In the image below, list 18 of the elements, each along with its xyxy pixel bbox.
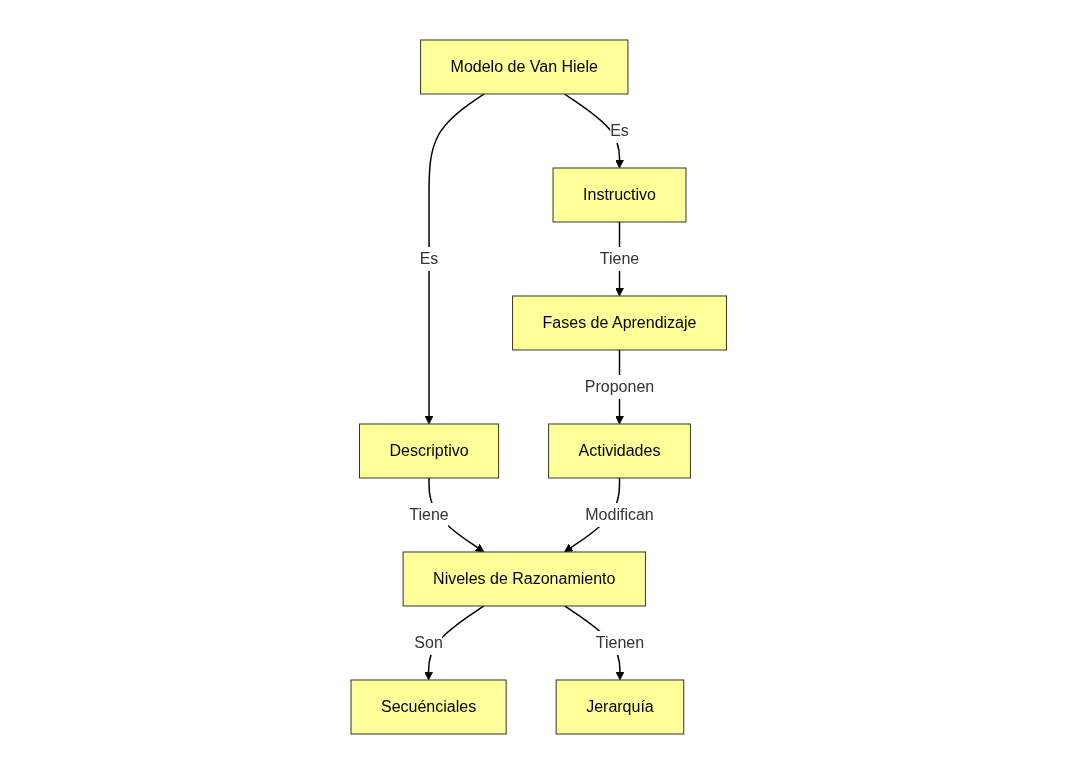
node-box: Modelo de Van Hiele (419, 39, 629, 94)
edge-label: Es (419, 249, 439, 267)
node-box: Niveles de Razonamiento (402, 551, 646, 606)
edge-label: Modifican (585, 505, 654, 523)
edge-label: Es (609, 121, 629, 139)
arrow (424, 92, 485, 424)
node-box: Jerarquía (555, 679, 685, 734)
edge-label: Tiene (599, 249, 639, 267)
node-box: Descriptivo (358, 423, 499, 478)
edge-label: Tiene (409, 505, 449, 523)
edge-label: Son (414, 633, 443, 651)
node-box: Fases de Aprendizaje (511, 295, 727, 350)
arrow (563, 92, 624, 168)
node-box: Instructivo (552, 167, 687, 222)
node-box: Actividades (547, 423, 691, 478)
edge-label: Proponen (584, 377, 654, 395)
edge-label: Tienen (595, 633, 644, 651)
node-box: Secuénciales (350, 679, 507, 734)
